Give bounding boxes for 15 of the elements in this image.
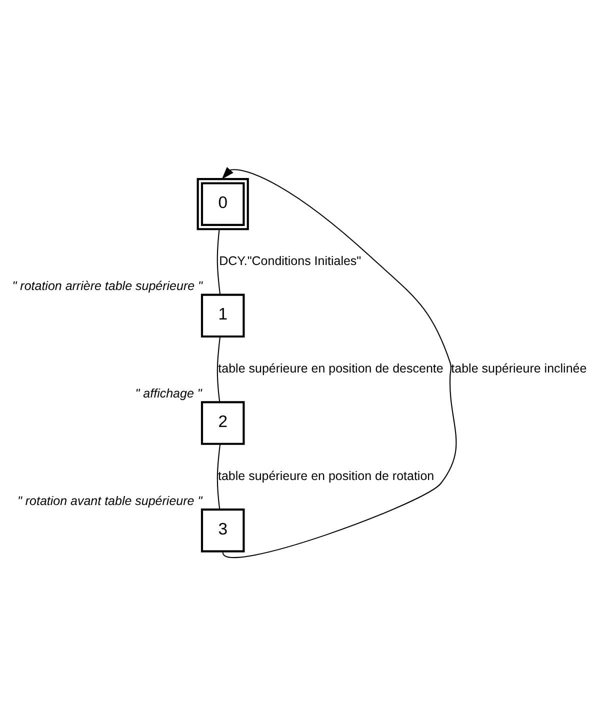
node-label: " affichage " [135, 386, 202, 400]
node-box: 0 [196, 178, 249, 230]
node-box: 1 [200, 293, 245, 338]
edge-label: table supérieure inclinée [451, 361, 587, 376]
node-box: 3 [200, 508, 245, 552]
node-label: " rotation avant table supérieure " [17, 493, 202, 508]
edge-label: table supérieure en position de rotation [218, 468, 434, 482]
edge-label: DCY."Conditions Initiales" [219, 254, 362, 268]
connector [216, 228, 221, 294]
edge-label: table supérieure en position de descente [218, 361, 444, 376]
connector [216, 336, 221, 402]
connector [216, 444, 221, 509]
node-box: 2 [200, 400, 245, 444]
arrow [222, 166, 457, 558]
node-label: " rotation arrière table supérieure " [12, 278, 202, 293]
